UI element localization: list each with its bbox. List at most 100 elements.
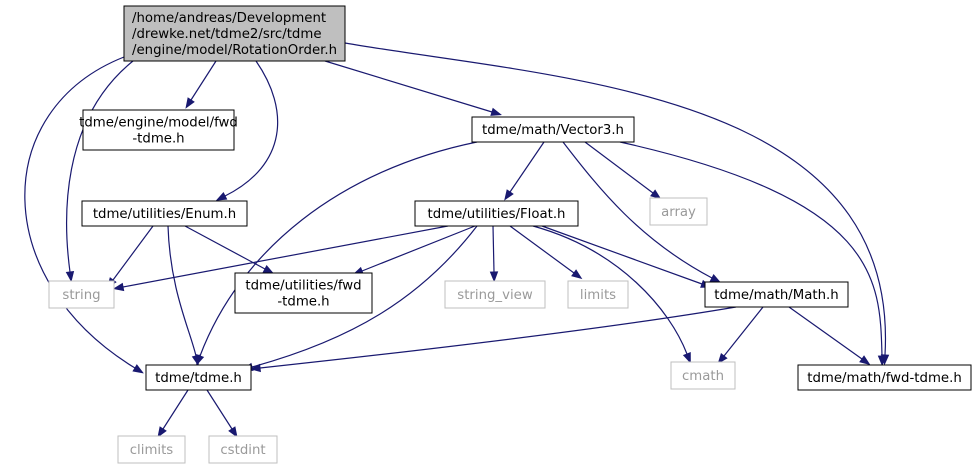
edge-math-to-cmath (717, 306, 764, 365)
edge-line (562, 141, 713, 279)
node-box (234, 272, 373, 314)
edge-arrowhead (859, 355, 871, 366)
edge-float-to-string (112, 225, 449, 292)
node-label-line: string_view (457, 288, 533, 303)
node-box (567, 280, 629, 309)
edge-root-to-enum (215, 60, 279, 201)
node-box (145, 364, 252, 391)
node-label-line: limits (580, 288, 616, 303)
edge-line (66, 60, 134, 273)
edge-enum-to-string (106, 225, 154, 289)
edge-float-to-string_view (489, 225, 499, 283)
edge-arrowhead (709, 274, 722, 283)
node-label-line: -tdme.h (132, 132, 184, 147)
edge-vector3-to-array (584, 141, 662, 200)
edge-line (184, 225, 266, 270)
node-label-line: tdme/math/fwd-tdme.h (807, 371, 962, 386)
node-box (797, 364, 972, 391)
edge-line (584, 141, 654, 194)
edge-line (24, 56, 136, 369)
node-label-line: /drewke.net/tdme2/src/tdme (132, 27, 322, 42)
edge-line (532, 225, 688, 355)
node-box (414, 200, 579, 227)
edge-arrowhead (132, 364, 144, 374)
node-box (471, 116, 635, 143)
edge-line (251, 225, 478, 368)
node-label-line: cstdint (220, 443, 265, 458)
edge-math-to-fwd_math (788, 306, 871, 366)
node-label-line: tdme/utilities/Enum.h (93, 207, 236, 222)
edge-line (224, 60, 279, 197)
node-enum[interactable]: tdme/utilities/Enum.h (81, 200, 248, 227)
node-array: array (649, 197, 708, 226)
edge-arrowhead (877, 355, 887, 367)
node-label-line: climits (130, 443, 174, 458)
edge-enum-to-fwd_utilities (184, 225, 275, 274)
edge-arrowhead (571, 269, 583, 280)
node-box (444, 280, 546, 309)
node-float[interactable]: tdme/utilities/Float.h (414, 200, 579, 227)
edge-arrowhead (215, 192, 228, 201)
edge-arrowhead (650, 189, 662, 200)
edge-line (190, 60, 217, 101)
edge-arrowhead (489, 271, 499, 283)
edge-line (509, 141, 545, 193)
edge-root-to-tdme (24, 56, 144, 374)
node-root[interactable]: /home/andreas/Development/drewke.net/tdm… (123, 5, 346, 62)
node-string-view: string_view (444, 280, 546, 309)
edge-arrowhead (112, 282, 125, 292)
edge-tdme-to-climits (157, 389, 189, 438)
node-box (117, 435, 186, 464)
edge-enum-to-tdme (167, 225, 200, 367)
edge-line (206, 389, 233, 430)
edge-arrowhead (490, 107, 502, 116)
node-box (649, 197, 708, 226)
node-fwd-math[interactable]: tdme/math/fwd-tdme.h (797, 364, 972, 391)
node-label-line: array (661, 205, 696, 220)
node-label-line: /engine/model/RotationOrder.h (132, 43, 337, 58)
edge-tdme-to-cstdint (206, 389, 238, 438)
node-box (82, 109, 235, 151)
node-label-line: tdme/engine/model/fwd (79, 116, 238, 131)
edge-arrowhead (228, 426, 238, 438)
node-label-line: cmath (682, 369, 724, 384)
edge-arrowhead (262, 265, 275, 274)
edge-line (122, 225, 449, 288)
edge-vector3-to-fwd_math (619, 141, 887, 367)
node-label-line: tdme/utilities/Float.h (428, 207, 566, 222)
edge-line (492, 225, 495, 273)
node-box (704, 281, 849, 308)
node-box (81, 200, 248, 227)
edge-root-to-fwd_model (185, 60, 217, 109)
edge-line (541, 225, 703, 285)
edge-vector3-to-tdme (196, 141, 478, 366)
node-vector3[interactable]: tdme/math/Vector3.h (471, 116, 635, 143)
node-math[interactable]: tdme/math/Math.h (704, 281, 849, 308)
node-label-line: string (62, 288, 100, 303)
edge-arrowhead (682, 351, 691, 364)
edge-line (723, 306, 764, 357)
edge-line (788, 306, 863, 360)
node-box (670, 361, 736, 390)
node-box (208, 435, 278, 464)
edge-root-to-vector3 (324, 60, 502, 116)
edge-math-to-tdme (249, 306, 737, 373)
nodes-layer: /home/andreas/Development/drewke.net/tdm… (48, 5, 972, 464)
edge-line (112, 225, 154, 281)
edge-line (361, 225, 476, 272)
node-box (123, 5, 346, 62)
edge-float-to-cmath (532, 225, 691, 364)
node-fwd-utilities[interactable]: tdme/utilities/fwd-tdme.h (234, 272, 373, 314)
edge-float-to-math (541, 225, 712, 288)
node-tdme[interactable]: tdme/tdme.h (145, 364, 252, 391)
node-label-line: tdme/math/Vector3.h (482, 123, 624, 138)
node-limits: limits (567, 280, 629, 309)
edge-arrowhead (191, 354, 200, 367)
node-box (48, 280, 115, 309)
node-fwd-model[interactable]: tdme/engine/model/fwd-tdme.h (79, 109, 238, 151)
edges-layer (24, 42, 890, 438)
node-climits: climits (117, 435, 186, 464)
edge-float-to-limits (509, 225, 583, 280)
node-label-line: tdme/math/Math.h (714, 288, 838, 303)
